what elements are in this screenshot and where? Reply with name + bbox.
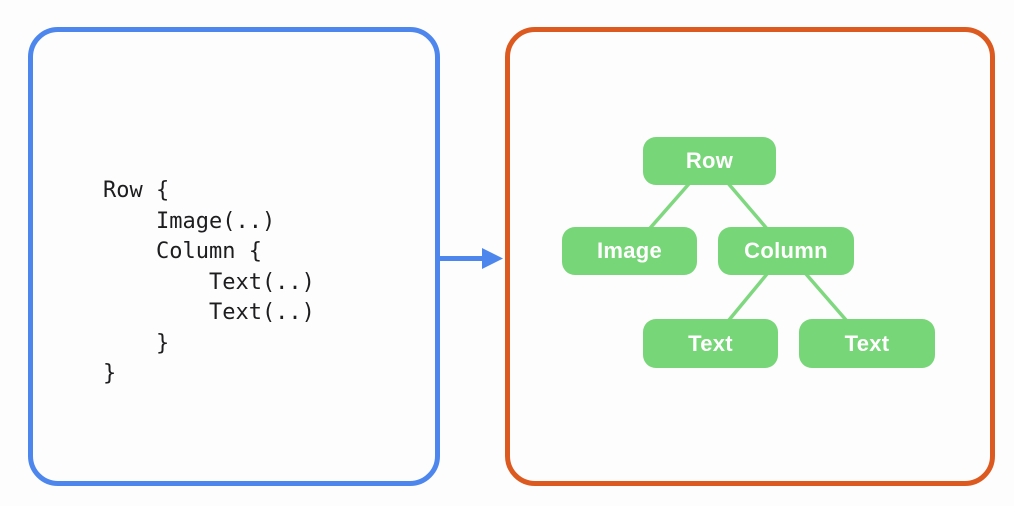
tree-node-text-2: Text	[799, 319, 935, 368]
tree-node-image: Image	[562, 227, 697, 275]
tree-node-column: Column	[718, 227, 854, 275]
tree-panel	[505, 27, 995, 486]
right-arrow-icon	[436, 248, 503, 269]
tree-node-text-1: Text	[643, 319, 778, 368]
tree-node-row: Row	[643, 137, 776, 185]
code-block: Row { Image(..) Column { Text(..) Text(.…	[103, 178, 315, 386]
